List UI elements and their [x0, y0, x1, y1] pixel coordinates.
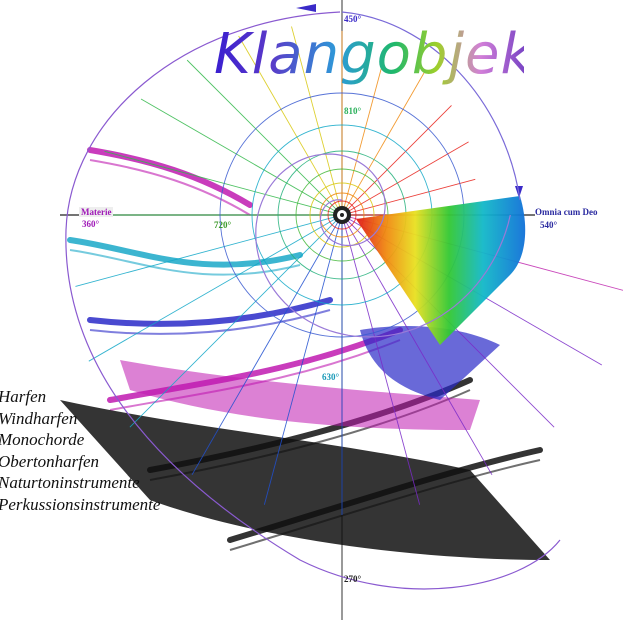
radial-line — [344, 219, 493, 476]
spiral-curve — [255, 153, 511, 338]
spectrum-fan — [356, 196, 526, 345]
instrument-item-obertonharfen: Obertonharfen — [0, 451, 100, 471]
instrument-band — [87, 297, 333, 327]
black-wedge — [60, 400, 550, 560]
grid-ring — [327, 200, 357, 230]
instrument-band-echo — [89, 309, 331, 335]
instrument-item-perkussionsinstrumente: Perkussionsinstrumente — [0, 494, 161, 514]
instrument-list: Harfen Windharfen Monochorde Obertonharf… — [0, 386, 160, 515]
degree-inner-bottom: 630° — [322, 372, 340, 382]
instrument-band-echo — [89, 159, 251, 216]
instrument-item-windharfen: Windharfen — [0, 408, 78, 428]
instrument-band — [67, 237, 303, 268]
degree-inner-left: 720° — [214, 220, 232, 230]
grid-ring — [319, 192, 365, 238]
radial-line — [140, 98, 338, 213]
outer-arc-right — [341, 11, 521, 201]
radial-line — [343, 220, 421, 505]
right-label-degree: 540° — [540, 220, 558, 230]
blue-wedge — [360, 325, 500, 400]
degree-bottom: 270° — [344, 574, 362, 584]
title: Klangobjekte — [214, 20, 591, 90]
radial-line — [346, 141, 469, 213]
left-label-name: Materie — [79, 207, 114, 217]
radial-line — [191, 219, 340, 476]
instrument-bands — [60, 147, 550, 560]
left-label-degree: 360° — [82, 219, 100, 229]
radial-line — [75, 216, 337, 287]
instrument-item-naturtoninstrumente: Naturtoninstrumente — [0, 473, 140, 492]
outer-arc — [65, 11, 561, 590]
radial-line — [238, 35, 340, 211]
top-arrow — [296, 4, 316, 12]
radial-line — [345, 105, 452, 212]
radial-line — [291, 26, 341, 210]
radial-line — [186, 59, 339, 212]
radial-line — [263, 220, 341, 505]
degree-inner-top: 810° — [344, 106, 362, 116]
polar-grid — [75, 26, 623, 515]
degree-top: 450° — [344, 14, 362, 24]
magenta-wedge — [120, 360, 480, 430]
rainbow-fan — [356, 196, 526, 345]
radial-line — [347, 178, 476, 214]
instrument-item-harfen: Harfen — [0, 387, 47, 406]
instrument-item-monochorde: Monochorde — [0, 430, 85, 449]
center-eye — [333, 206, 351, 224]
radial-line — [344, 72, 425, 211]
radial-line — [88, 217, 338, 362]
spiral-outline — [65, 11, 561, 590]
center-pupil — [340, 213, 344, 217]
radial-line — [129, 218, 339, 428]
right-label-name: Omnia cum Deo — [535, 207, 598, 217]
grid-ring — [309, 182, 375, 248]
